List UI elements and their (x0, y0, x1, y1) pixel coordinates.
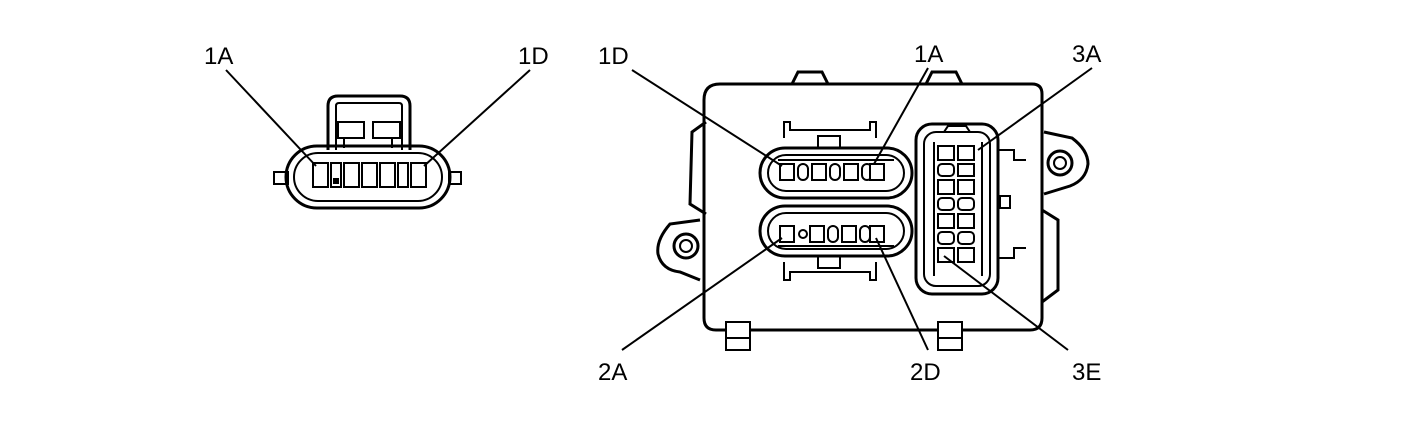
label-right-3a: 3A (1072, 41, 1101, 68)
left-connector (273, 94, 462, 210)
left-connector-latch (326, 94, 412, 150)
label-right-1a: 1A (914, 41, 943, 68)
label-left-1d: 1D (518, 43, 549, 70)
upper-cavity-row (758, 146, 914, 200)
left-connector-body (284, 144, 452, 210)
lower-cavity-row (758, 204, 914, 258)
label-left-1a: 1A (204, 43, 233, 70)
left-connector-cavities (312, 162, 427, 188)
label-right-2a: 2A (598, 359, 627, 386)
left-connector-side-tab (273, 171, 289, 185)
vertical-cavity-block (914, 122, 1026, 296)
label-right-1d: 1D (598, 43, 629, 70)
label-right-3e: 3E (1072, 359, 1101, 386)
mounting-ear-left (656, 218, 701, 282)
right-connector (656, 70, 1090, 351)
mounting-ear-right (1043, 130, 1090, 196)
callout-leaders (225, 67, 1093, 351)
label-right-2d: 2D (910, 359, 941, 386)
housing-body (702, 82, 1044, 332)
